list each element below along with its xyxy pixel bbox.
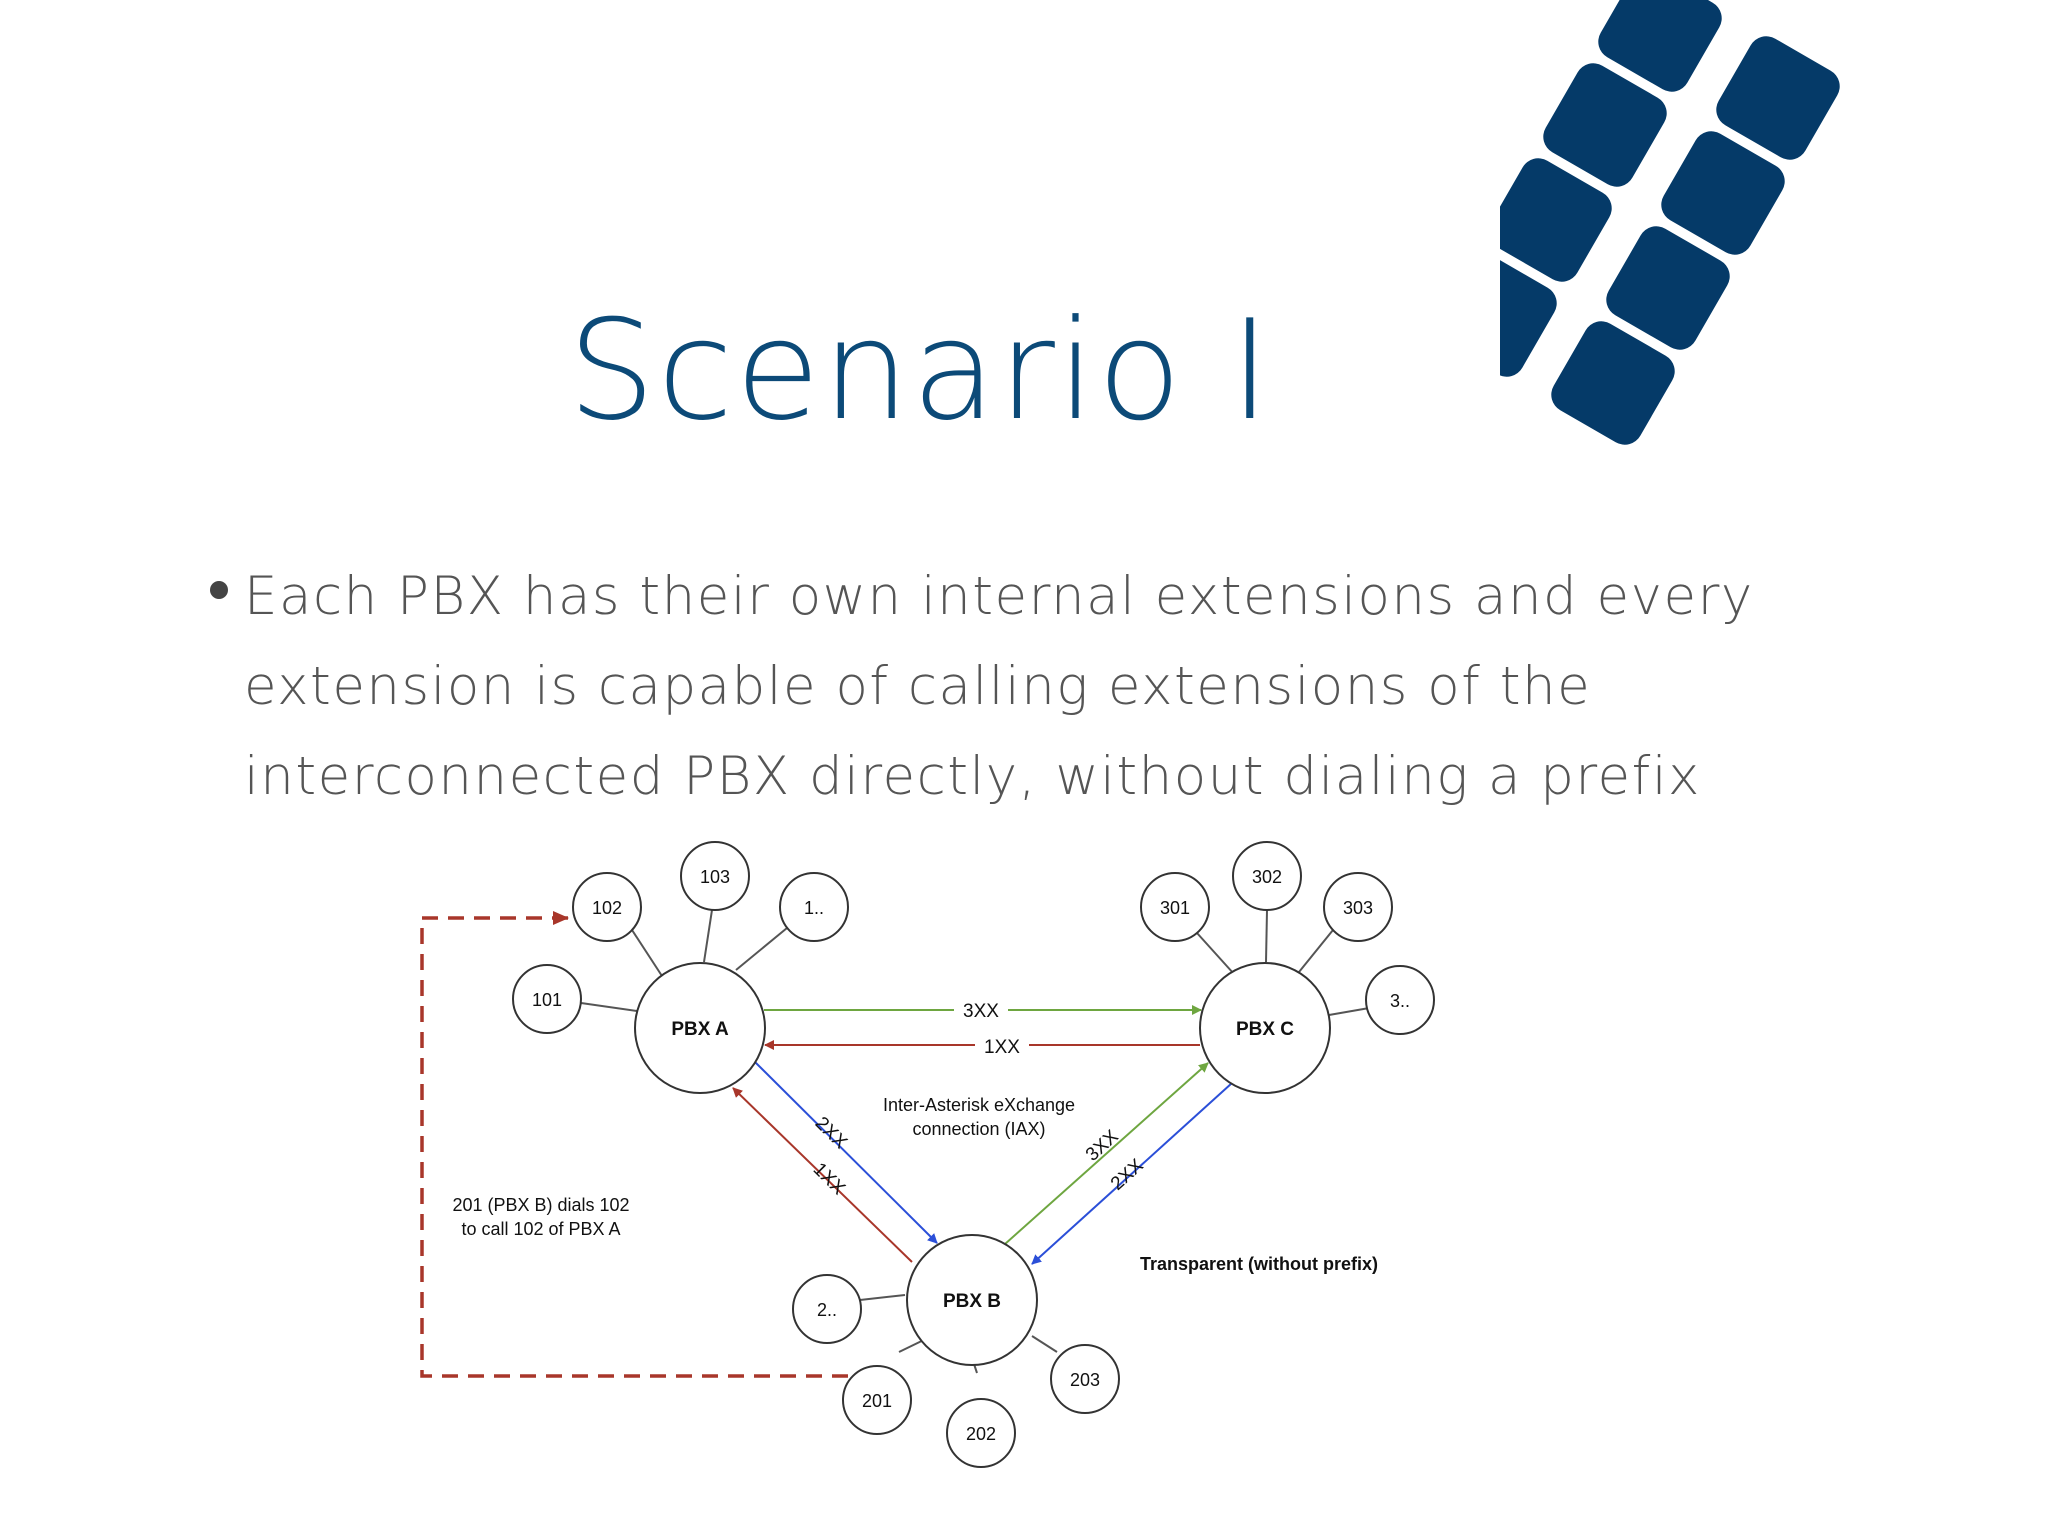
extension-node: 301 xyxy=(1140,872,1210,942)
pbx-b-node: PBX B xyxy=(906,1234,1038,1366)
pbx-c-node: PBX C xyxy=(1199,962,1331,1094)
pbx-b-label: PBX B xyxy=(943,1291,1001,1312)
svg-text:301: 301 xyxy=(1160,898,1190,918)
link-labels: 3XX 1XX 2XX 1XX 3XX 2XX xyxy=(809,996,1148,1199)
extension-node: 302 xyxy=(1232,841,1302,911)
dial-path-dashed-arrow xyxy=(420,911,848,1378)
svg-text:203: 203 xyxy=(1070,1370,1100,1390)
svg-text:103: 103 xyxy=(700,867,730,887)
dial-note-line-1: 201 (PBX B) dials 102 xyxy=(452,1195,629,1215)
slide-title: Scenario I xyxy=(567,290,1273,451)
extension-node: 203 xyxy=(1050,1344,1120,1414)
label-c-to-a: 1XX xyxy=(984,1037,1020,1058)
logo-tile xyxy=(1661,131,1785,255)
svg-text:202: 202 xyxy=(966,1424,996,1444)
iax-label-line-1: Inter-Asterisk eXchange xyxy=(883,1095,1075,1115)
label-c-to-b: 2XX xyxy=(1107,1155,1148,1195)
label-b-to-c: 3XX xyxy=(1082,1126,1123,1166)
bullet-text: Each PBX has their own internal extensio… xyxy=(244,566,1754,807)
extension-node: 103 xyxy=(680,841,750,911)
extension-node: 303 xyxy=(1323,872,1393,942)
logo-tile xyxy=(1716,36,1840,160)
svg-text:201: 201 xyxy=(862,1391,892,1411)
svg-text:1..: 1.. xyxy=(804,898,824,918)
extension-node: 2.. xyxy=(792,1274,862,1344)
svg-text:102: 102 xyxy=(592,898,622,918)
label-a-to-c: 3XX xyxy=(963,1001,999,1022)
pbx-c-label: PBX C xyxy=(1236,1019,1294,1040)
extension-node: 1.. xyxy=(779,872,849,942)
logo-tile-grid xyxy=(1500,0,1840,445)
iax-label-line-2: connection (IAX) xyxy=(912,1119,1045,1139)
logo-tile xyxy=(1551,321,1675,445)
pbx-a-node: PBX A xyxy=(634,962,766,1094)
pbx-nodes: PBX A PBX C PBX B xyxy=(634,962,1331,1366)
diagram-annotations: Inter-Asterisk eXchange connection (IAX)… xyxy=(452,1095,1378,1274)
arrow-a-to-b xyxy=(754,1061,938,1244)
svg-text:101: 101 xyxy=(532,990,562,1010)
logo-tile xyxy=(1500,253,1557,377)
arrow-b-to-c xyxy=(1004,1062,1209,1245)
dial-note-line-2: to call 102 of PBX A xyxy=(461,1219,620,1239)
logo-tile xyxy=(1606,226,1730,350)
svg-text:3..: 3.. xyxy=(1390,991,1410,1011)
extension-node: 202 xyxy=(946,1398,1016,1468)
extension-node: 3.. xyxy=(1365,965,1435,1035)
svg-text:303: 303 xyxy=(1343,898,1373,918)
label-a-to-b: 2XX xyxy=(811,1113,851,1153)
extension-nodes: 101 102 103 1.. 301 302 303 3.. xyxy=(512,841,1435,1468)
pbx-a-label: PBX A xyxy=(671,1019,729,1040)
logo-tile xyxy=(1543,63,1667,187)
extension-node: 101 xyxy=(512,964,582,1034)
label-b-to-a: 1XX xyxy=(809,1159,849,1199)
arrow-b-to-a xyxy=(732,1087,913,1263)
svg-text:302: 302 xyxy=(1252,867,1282,887)
bullet-dot-icon xyxy=(210,581,228,599)
extension-node: 102 xyxy=(572,872,642,942)
logo-tile xyxy=(1598,0,1722,92)
svg-text:2..: 2.. xyxy=(817,1300,837,1320)
arrow-c-to-b xyxy=(1031,1082,1233,1265)
transparent-caption: Transparent (without prefix) xyxy=(1140,1254,1378,1274)
logo-tile xyxy=(1500,158,1612,282)
extension-node: 201 xyxy=(842,1365,912,1435)
